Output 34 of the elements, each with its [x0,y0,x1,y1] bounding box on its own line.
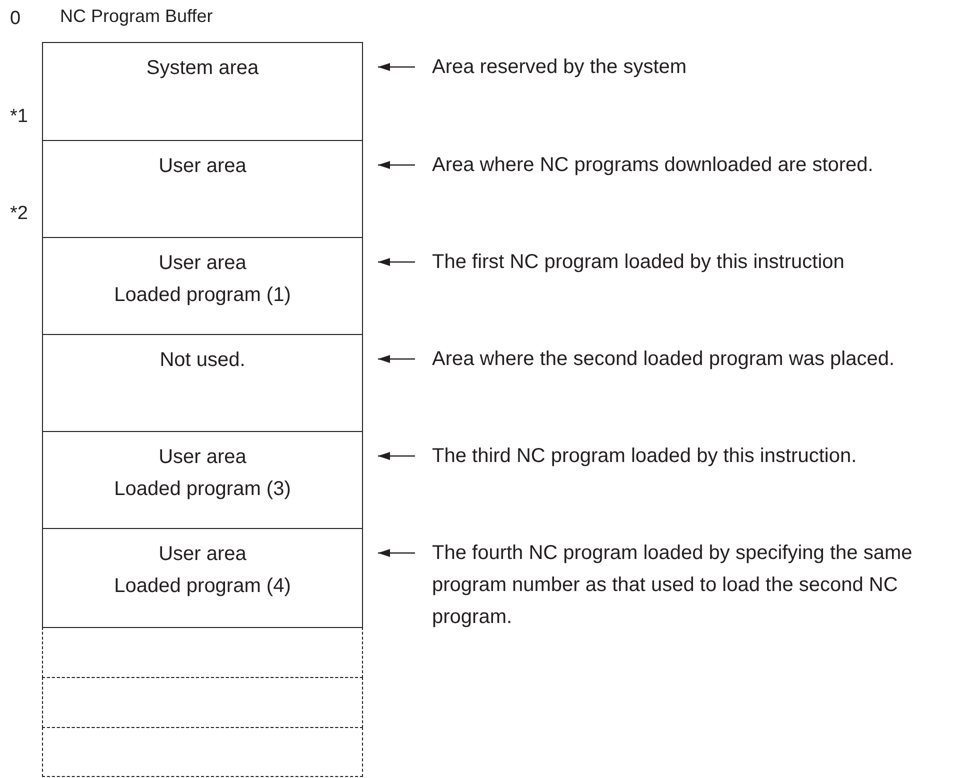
memory-area-block [42,431,363,529]
offset-label: *1 [10,106,28,128]
area-label: Loaded program (3) [114,477,291,502]
area-label: Loaded program (1) [114,283,291,308]
memory-area-block [42,42,363,141]
offset-label: *2 [10,203,28,225]
offset-label: 0 [10,8,21,30]
area-label: User area [158,542,246,567]
description-text: Area where the second loaded program was placed. [432,343,962,375]
empty-memory-block [42,627,363,678]
memory-area-block [42,528,363,628]
description-text: The fourth NC program loaded by specifying the same program number as that used to load the second NC program. [432,537,962,633]
arrow [378,549,415,557]
area-label: User area [158,445,246,470]
description-text: The first NC program loaded by this instruction [432,246,962,278]
empty-memory-block [42,677,363,728]
arrow [378,258,415,266]
description-text: Area reserved by the system [432,51,962,83]
memory-area-block [42,237,363,335]
arrow [378,452,415,460]
arrow [378,161,415,169]
area-label: Loaded program (4) [114,574,291,599]
arrow [378,355,415,363]
area-label: User area [158,251,246,276]
memory-area-block [42,140,363,238]
description-text: The third NC program loaded by this instruction. [432,440,962,472]
empty-memory-block [42,727,363,777]
diagram-title: NC Program Buffer [60,6,213,27]
arrow [378,63,415,71]
memory-area-block [42,334,363,432]
area-label: Not used. [160,348,246,373]
description-text: Area where NC programs downloaded are stored. [432,149,962,181]
area-label: User area [158,154,246,179]
area-label: System area [146,56,259,81]
